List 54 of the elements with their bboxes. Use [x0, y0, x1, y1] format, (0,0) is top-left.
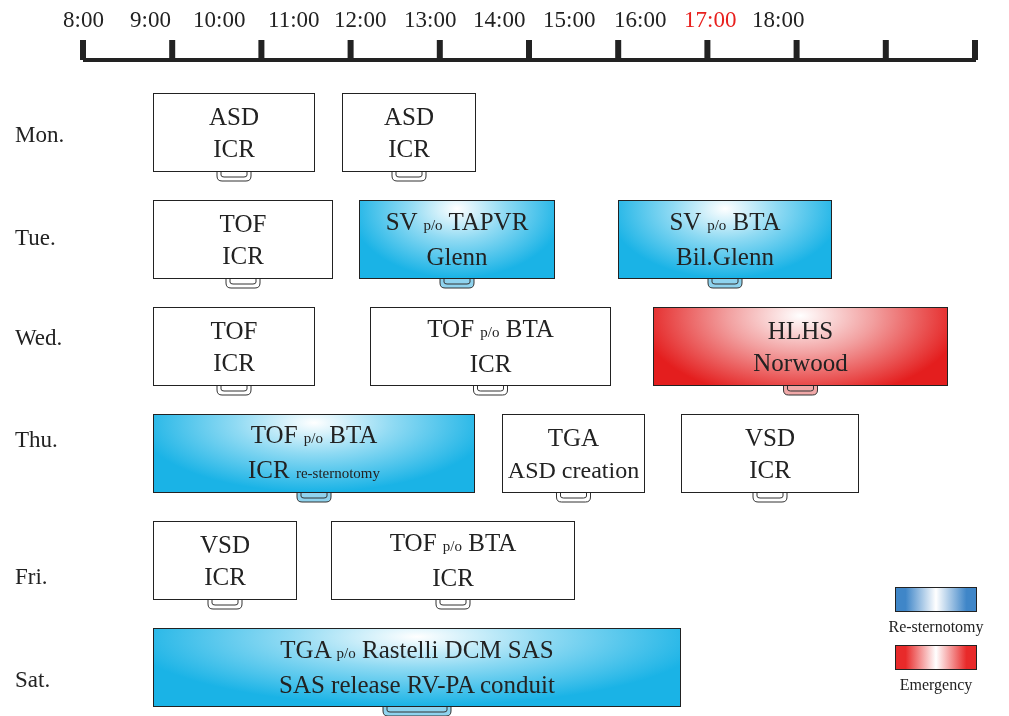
procedure-text: ICR — [222, 240, 264, 271]
procedure-text: ICR — [204, 561, 246, 592]
legend-label: Emergency — [899, 676, 973, 694]
procedure-box — [153, 93, 315, 172]
time-label: 16:00 — [614, 7, 667, 33]
procedure-box — [370, 307, 611, 386]
diagnosis-text: VSD — [745, 422, 795, 453]
highlighted-procedure-box — [359, 200, 555, 279]
diagnosis-text: TOF — [210, 315, 258, 346]
time-label: 18:00 — [752, 7, 805, 33]
highlighted-procedure-box — [153, 414, 475, 493]
procedure-text: ICR — [388, 133, 430, 164]
diagnosis-text: ASD — [209, 101, 259, 132]
time-label: 13:00 — [404, 7, 457, 33]
day-label: Tue. — [15, 225, 56, 251]
day-label: Fri. — [15, 564, 48, 590]
diagnosis-text: TOF — [219, 208, 267, 239]
day-label: Mon. — [15, 122, 65, 148]
procedure-text: ICR — [749, 454, 791, 485]
day-label: Wed. — [15, 325, 63, 351]
procedure-text: Glenn — [426, 242, 488, 272]
procedure-box — [153, 307, 315, 386]
procedure-text: ICR — [213, 347, 255, 378]
procedure-box — [153, 200, 333, 279]
procedure-text: ASD creation — [507, 455, 640, 485]
procedure-text: Bil.Glenn — [676, 242, 774, 272]
highlighted-procedure-box — [618, 200, 832, 279]
highlighted-procedure-box — [153, 628, 681, 707]
diagnosis-text: VSD — [200, 529, 250, 560]
time-label: 9:00 — [130, 7, 171, 33]
time-label: 12:00 — [334, 7, 387, 33]
procedure-text: ICR — [432, 563, 474, 593]
day-label: Sat. — [15, 667, 51, 693]
procedure-text: Norwood — [753, 347, 848, 378]
procedure-box — [153, 521, 297, 600]
procedure-box — [502, 414, 645, 493]
legend-label: Re-sternotomy — [888, 618, 984, 636]
procedure-text: ICR — [469, 349, 512, 379]
time-label: 15:00 — [543, 7, 596, 33]
procedure-box — [342, 93, 476, 172]
time-label: 14:00 — [473, 7, 526, 33]
highlighted-procedure-box — [653, 307, 948, 386]
diagnosis-text: TGA — [547, 422, 600, 453]
procedure-box — [331, 521, 575, 600]
procedure-box — [681, 414, 859, 493]
time-label: 11:00 — [268, 7, 320, 33]
time-label: 8:00 — [63, 7, 104, 33]
time-label: 10:00 — [193, 7, 246, 33]
procedure-text: SAS release RV-PA conduit — [279, 670, 555, 700]
time-label: 17:00 — [684, 7, 737, 33]
diagnosis-text: ASD — [384, 101, 434, 132]
procedure-text: ICR — [213, 133, 255, 164]
day-label: Thu. — [15, 427, 58, 453]
diagnosis-text: HLHS — [767, 315, 834, 346]
